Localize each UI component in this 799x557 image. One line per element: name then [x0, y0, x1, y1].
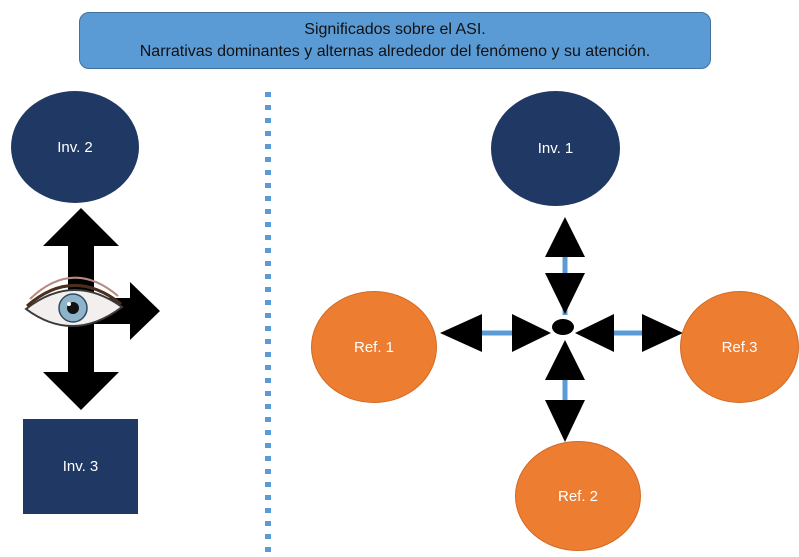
- arrow-right-hub-left: [512, 314, 551, 352]
- arrow-right-ref3: [642, 314, 683, 352]
- center-hub-dot: [552, 319, 574, 335]
- arrow-up-inv1: [545, 217, 585, 257]
- node-ref-2: Ref. 2: [515, 441, 641, 551]
- node-ref-2-label: Ref. 2: [557, 487, 599, 505]
- arrow-up-hub-bottom: [545, 340, 585, 380]
- node-inv-2-label: Inv. 2: [57, 138, 93, 156]
- arrow-left-ref1: [440, 314, 482, 352]
- arrow-left-hub-right: [575, 314, 614, 352]
- node-inv-1: Inv. 1: [491, 91, 620, 206]
- title-line-2: Narrativas dominantes y alternas alreded…: [139, 42, 651, 60]
- node-inv-3: Inv. 3: [23, 419, 138, 514]
- node-inv-3-label: Inv. 3: [62, 458, 99, 475]
- title-line-1: Significados sobre el ASI.: [304, 20, 486, 38]
- eye-icon: [24, 276, 124, 327]
- arrow-down-ref2: [545, 400, 585, 442]
- node-inv-1-label: Inv. 1: [537, 140, 574, 157]
- node-ref-3-label: Ref.3: [721, 338, 758, 356]
- node-ref-1: Ref. 1: [311, 291, 437, 403]
- node-ref-1-label: Ref. 1: [353, 338, 395, 356]
- diagram-title-box: Significados sobre el ASI. Narrativas do…: [79, 12, 711, 69]
- arrow-down-hub-top: [545, 273, 585, 314]
- node-inv-2: Inv. 2: [11, 91, 139, 203]
- node-ref-3: Ref.3: [680, 291, 799, 403]
